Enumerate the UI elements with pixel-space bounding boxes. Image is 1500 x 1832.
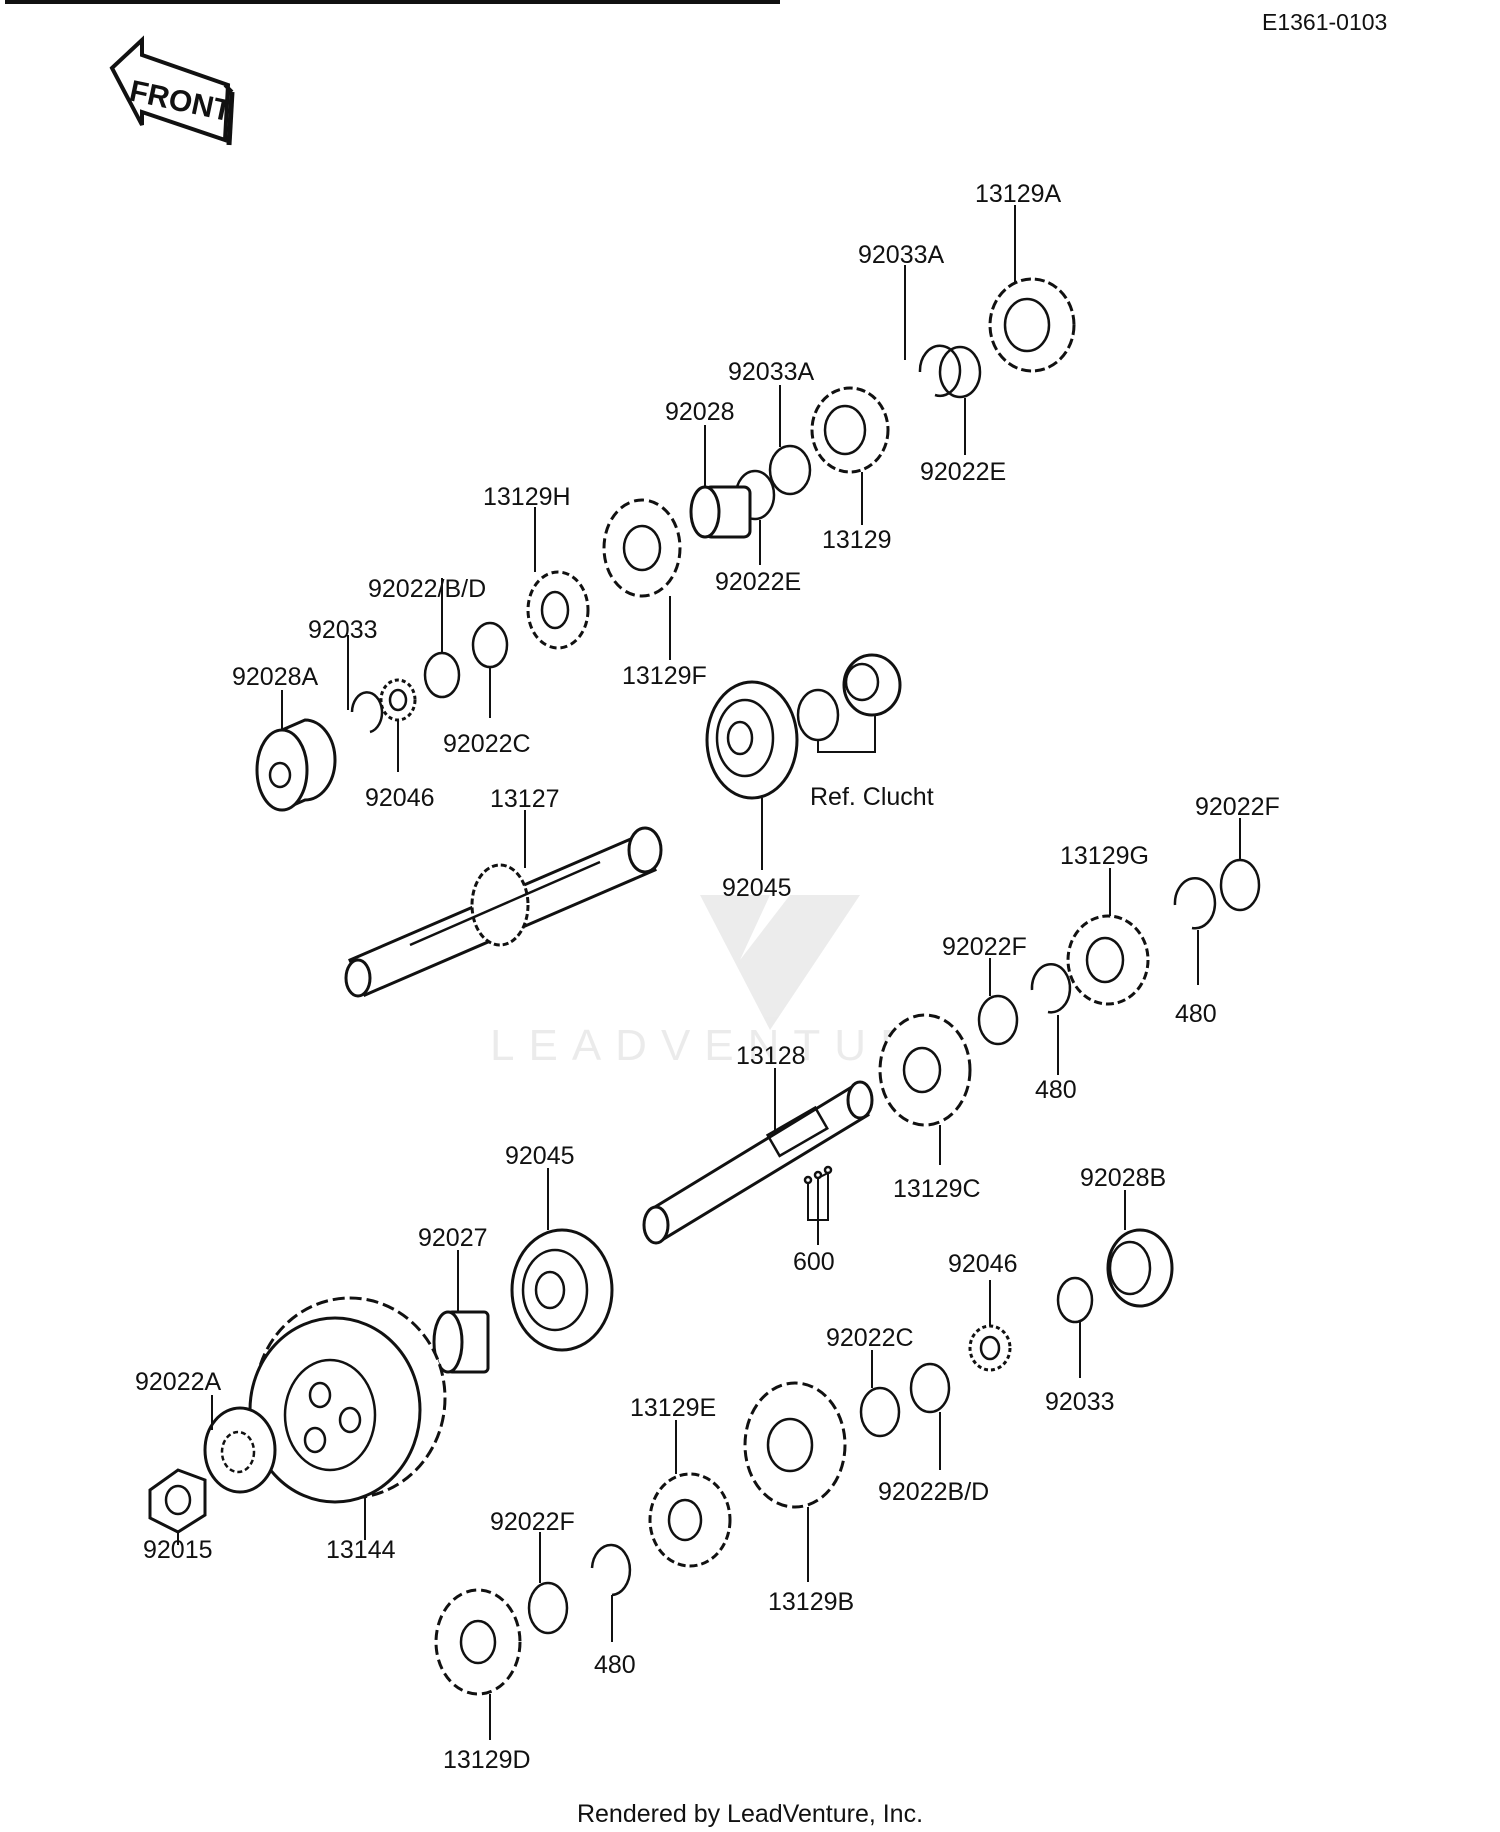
- part-label-92033A-top: 92033A: [858, 241, 945, 269]
- washer-92022BD-low-icon: [909, 1362, 951, 1414]
- ball-bearing-92045-low-icon: [510, 1228, 614, 1352]
- reference-code: E1361-0103: [1262, 9, 1387, 35]
- washer-92022E-right-icon: [938, 345, 982, 399]
- part-label-92022C-low: 92022C: [826, 1324, 914, 1352]
- part-label-13128: 13128: [736, 1042, 806, 1070]
- watermark-logo-icon: [700, 895, 860, 1030]
- part-label-92045-low: 92045: [505, 1142, 575, 1170]
- circlip-92033A-mid-icon: [768, 444, 812, 496]
- washer-92022F-low-icon: [527, 1581, 569, 1635]
- nut-92015-icon: [148, 1468, 207, 1534]
- part-label-13129E: 13129E: [630, 1394, 716, 1422]
- ref-clutch-bracket: [817, 715, 876, 753]
- part-label-92027: 92027: [418, 1224, 488, 1252]
- part-label-13129: 13129: [822, 526, 892, 554]
- part-label-92022F-top: 92022F: [1195, 793, 1280, 821]
- gear-hub-13144-icon: [248, 1296, 447, 1504]
- bushing-92027-icon: [432, 1310, 490, 1374]
- gear-13129-icon: [810, 386, 890, 474]
- part-label-13129C: 13129C: [893, 1175, 981, 1203]
- needle-bearing-92046-top-icon: [379, 678, 417, 722]
- part-labels: 13129A 92033A 92033A 92028 92022E 13129 …: [135, 180, 1280, 1774]
- washer-92022C-top-icon: [471, 621, 509, 669]
- part-label-92046-top: 92046: [365, 784, 435, 812]
- gear-13129E-icon: [648, 1472, 732, 1568]
- part-label-13129D: 13129D: [443, 1746, 531, 1774]
- part-label-92022C-top: 92022C: [443, 730, 531, 758]
- part-label-13144: 13144: [326, 1536, 396, 1564]
- part-label-92045-top: 92045: [722, 874, 792, 902]
- part-label-92022BD-low: 92022B/D: [878, 1478, 989, 1506]
- watermark: LEADVENTURE: [490, 895, 969, 1070]
- part-label-13129G: 13129G: [1060, 842, 1149, 870]
- part-label-92022F-low: 92022F: [490, 1508, 575, 1536]
- part-label-600: 600: [793, 1248, 835, 1276]
- part-label-92028A: 92028A: [232, 663, 319, 691]
- washer-92022F-mid-icon: [977, 994, 1019, 1046]
- part-label-13129F: 13129F: [622, 662, 707, 690]
- circlip-480-low-icon: [590, 1543, 632, 1597]
- needle-bearing-92046-low-icon: [968, 1324, 1012, 1372]
- watermark-text: LEADVENTURE: [490, 1021, 969, 1070]
- gear-13129B-icon: [743, 1381, 847, 1509]
- gear-13129H-icon: [526, 570, 590, 650]
- part-label-92015: 92015: [143, 1536, 213, 1564]
- part-label-92022F-mid: 92022F: [942, 933, 1027, 961]
- ref-clutch-note: Ref. Clucht: [810, 783, 934, 811]
- part-label-92033A-mid: 92033A: [728, 358, 815, 386]
- ball-bearing-92045-top-icon: [705, 680, 799, 800]
- part-label-92022A: 92022A: [135, 1368, 222, 1396]
- part-label-92022BD-top: 92022/B/D: [368, 575, 486, 603]
- part-label-92033-low: 92033: [1045, 1388, 1115, 1416]
- bushing-92028B-icon: [1106, 1228, 1174, 1308]
- part-label-13129H: 13129H: [483, 483, 571, 511]
- part-label-480-right: 480: [1175, 1000, 1217, 1028]
- washer-92022BD-top-icon: [423, 651, 461, 699]
- part-label-13127: 13127: [490, 785, 560, 813]
- part-label-92028: 92028: [665, 398, 735, 426]
- gear-13129D-icon: [434, 1588, 522, 1696]
- part-label-92028B: 92028B: [1080, 1164, 1166, 1192]
- circlip-92033-low-icon: [1056, 1276, 1094, 1324]
- gear-13129C-icon: [878, 1013, 972, 1127]
- circlip-92033-top-icon: [350, 691, 384, 734]
- lock-washer-92022A-icon: [203, 1406, 277, 1494]
- gear-13129A-icon: [988, 277, 1076, 373]
- leader-lines: [177, 205, 1241, 1740]
- shaft-13128-icon: [642, 1080, 874, 1245]
- footer-credit: Rendered by LeadVenture, Inc.: [577, 1800, 923, 1828]
- gear-13129F-icon: [602, 498, 682, 598]
- ref-clutch-washer-icon: [796, 688, 840, 742]
- circlip-480-mid-icon: [1030, 963, 1072, 1014]
- circlip-92033A-top-icon: [918, 344, 962, 397]
- front-arrow-icon: FRONT: [109, 35, 235, 146]
- part-label-92022E-right: 92022E: [920, 458, 1006, 486]
- gear-13129G-icon: [1066, 914, 1150, 1006]
- bushing-92028-icon: [689, 485, 752, 539]
- part-label-13129A: 13129A: [975, 180, 1062, 208]
- shaft-13127-icon: [344, 826, 663, 998]
- part-label-480-mid: 480: [1035, 1076, 1077, 1104]
- washer-92022C-low-icon: [859, 1386, 901, 1438]
- part-label-480-low: 480: [594, 1651, 636, 1679]
- bushing-92028A-icon: [255, 718, 337, 812]
- part-label-13129B: 13129B: [768, 1588, 854, 1616]
- washer-92022F-top-icon: [1219, 858, 1261, 912]
- part-label-92046-low: 92046: [948, 1250, 1018, 1278]
- part-label-92033-top: 92033: [308, 616, 378, 644]
- circlip-480-right-icon: [1173, 877, 1217, 930]
- ref-clutch-nut-icon: [842, 653, 902, 717]
- part-label-92022E-mid: 92022E: [715, 568, 801, 596]
